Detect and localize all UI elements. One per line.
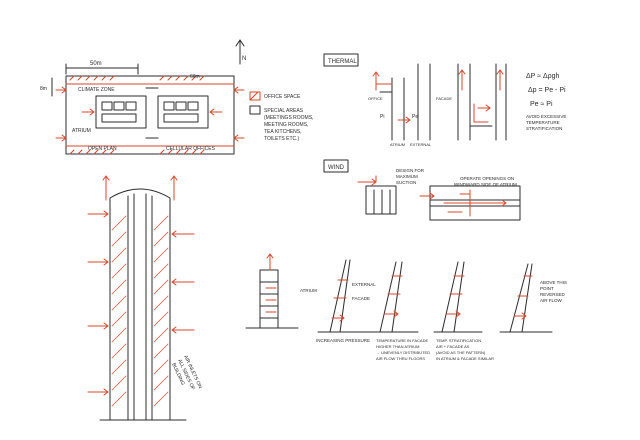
legend-office-space: OFFICE SPACE xyxy=(264,94,301,100)
label-cellular-offices: CELLULAR OFFICES xyxy=(166,146,216,152)
north-arrow-icon: N xyxy=(235,39,246,65)
legend-special-areas-3: TEA KITCHENS, xyxy=(264,129,302,135)
profile-cap4-0: ABOVE THIS xyxy=(540,280,567,285)
profile-external: EXTERNAL xyxy=(352,282,376,287)
dim-right: 60m xyxy=(190,74,200,80)
profile-cap3-0: TEMP. STRATIFICATION xyxy=(436,338,481,343)
label-climate-zone: CLIMATE ZONE xyxy=(78,87,115,93)
legend-special-areas-4: TOILETS ETC.) xyxy=(264,136,300,142)
thermal-note-1: TEMPERATURE xyxy=(526,120,560,125)
section-hatch xyxy=(111,215,169,407)
profile-facade: FACADE xyxy=(352,296,370,301)
dim-left: 8m xyxy=(40,86,47,92)
label-atrium: ATRIUM xyxy=(72,128,91,134)
thermal-office: OFFICE xyxy=(368,96,383,101)
profile-cap4-3: AIR FLOW xyxy=(540,298,563,303)
dim-top: 50m xyxy=(90,61,102,67)
profile-cap3-3: IN ATRIUM & FACADE SIMILAR xyxy=(436,356,494,361)
pressure-profiles: ATRIUM EXTERNAL FACADE INCREASING PRESSU… xyxy=(245,253,567,361)
profile-atrium: ATRIUM xyxy=(300,288,317,293)
thermal-formula-1: Δp = Pe - Pi xyxy=(528,87,566,94)
floor-plan: 50m 8m xyxy=(40,39,313,155)
wind-diagram: WIND DESIGN FOR MAXIMUM SUCTION OPERATE … xyxy=(323,159,521,221)
legend: OFFICE SPACE SPECIAL AREAS (MEETINGS ROO… xyxy=(249,91,313,142)
thermal-heading: THERMAL xyxy=(328,59,357,65)
profile-cap4-2: REVERSED xyxy=(540,292,566,297)
legend-special-areas-1: (MEETINGS ROOMS, xyxy=(264,115,313,121)
label-open-plan: OPEN PLAN xyxy=(88,146,117,152)
thermal-formula-0: ΔP ≈ Δρgh xyxy=(526,73,560,80)
wind-design-1: MAXIMUM xyxy=(396,174,418,179)
wind-operate-0: OPERATE OPENINGS ON xyxy=(460,176,514,181)
thermal-formula-2: Pe ≈ Pi xyxy=(530,101,553,108)
thermal-pi: Pi xyxy=(380,114,384,120)
legend-special-areas-2: MEETING ROOMS, xyxy=(264,122,308,128)
thermal-note-2: STRATIFICATION xyxy=(526,126,562,131)
wind-design-2: SUCTION xyxy=(396,180,416,185)
thermal-diagram: THERMAL OFFICE FACADE ATRIUM EXTERNAL Pi… xyxy=(323,53,566,147)
thermal-atrium: ATRIUM xyxy=(390,142,405,147)
thermal-note-0: AVOID EXCESSIVE xyxy=(526,114,566,119)
thermal-facade: FACADE xyxy=(436,96,452,101)
plan-hatch-top xyxy=(65,83,235,147)
svg-text:N: N xyxy=(242,56,246,62)
profile-cap1: INCREASING PRESSURE xyxy=(316,338,370,343)
thermal-pe: Pe xyxy=(412,114,418,120)
section-tower: AIR INLETS ON ALL SIDES OF BUILDING xyxy=(87,175,203,421)
profile-cap3-2: (AVOID AS THE PATTERN) xyxy=(436,350,486,355)
wind-heading: WIND xyxy=(328,165,345,171)
profile-cap2-0: TEMPERATURE IN FACADE xyxy=(376,338,428,343)
profile-cap4-1: POINT xyxy=(540,286,554,291)
legend-special-areas-0: SPECIAL AREAS xyxy=(264,108,304,114)
wind-operate-1: WINDWARD SIDE OF ATRIUM xyxy=(454,182,517,187)
profile-cap2-2: → UNEVENLY DISTRIBUTED xyxy=(376,350,430,355)
profile-cap2-3: AIR FLOW THRU FLOORS xyxy=(376,356,425,361)
profile-cap2-1: HIGHER THAN ATRIUM xyxy=(376,344,419,349)
profile-cap3-1: AIR + FACADE AS xyxy=(436,344,470,349)
wind-design-0: DESIGN FOR xyxy=(396,168,425,173)
thermal-external: EXTERNAL xyxy=(410,142,432,147)
